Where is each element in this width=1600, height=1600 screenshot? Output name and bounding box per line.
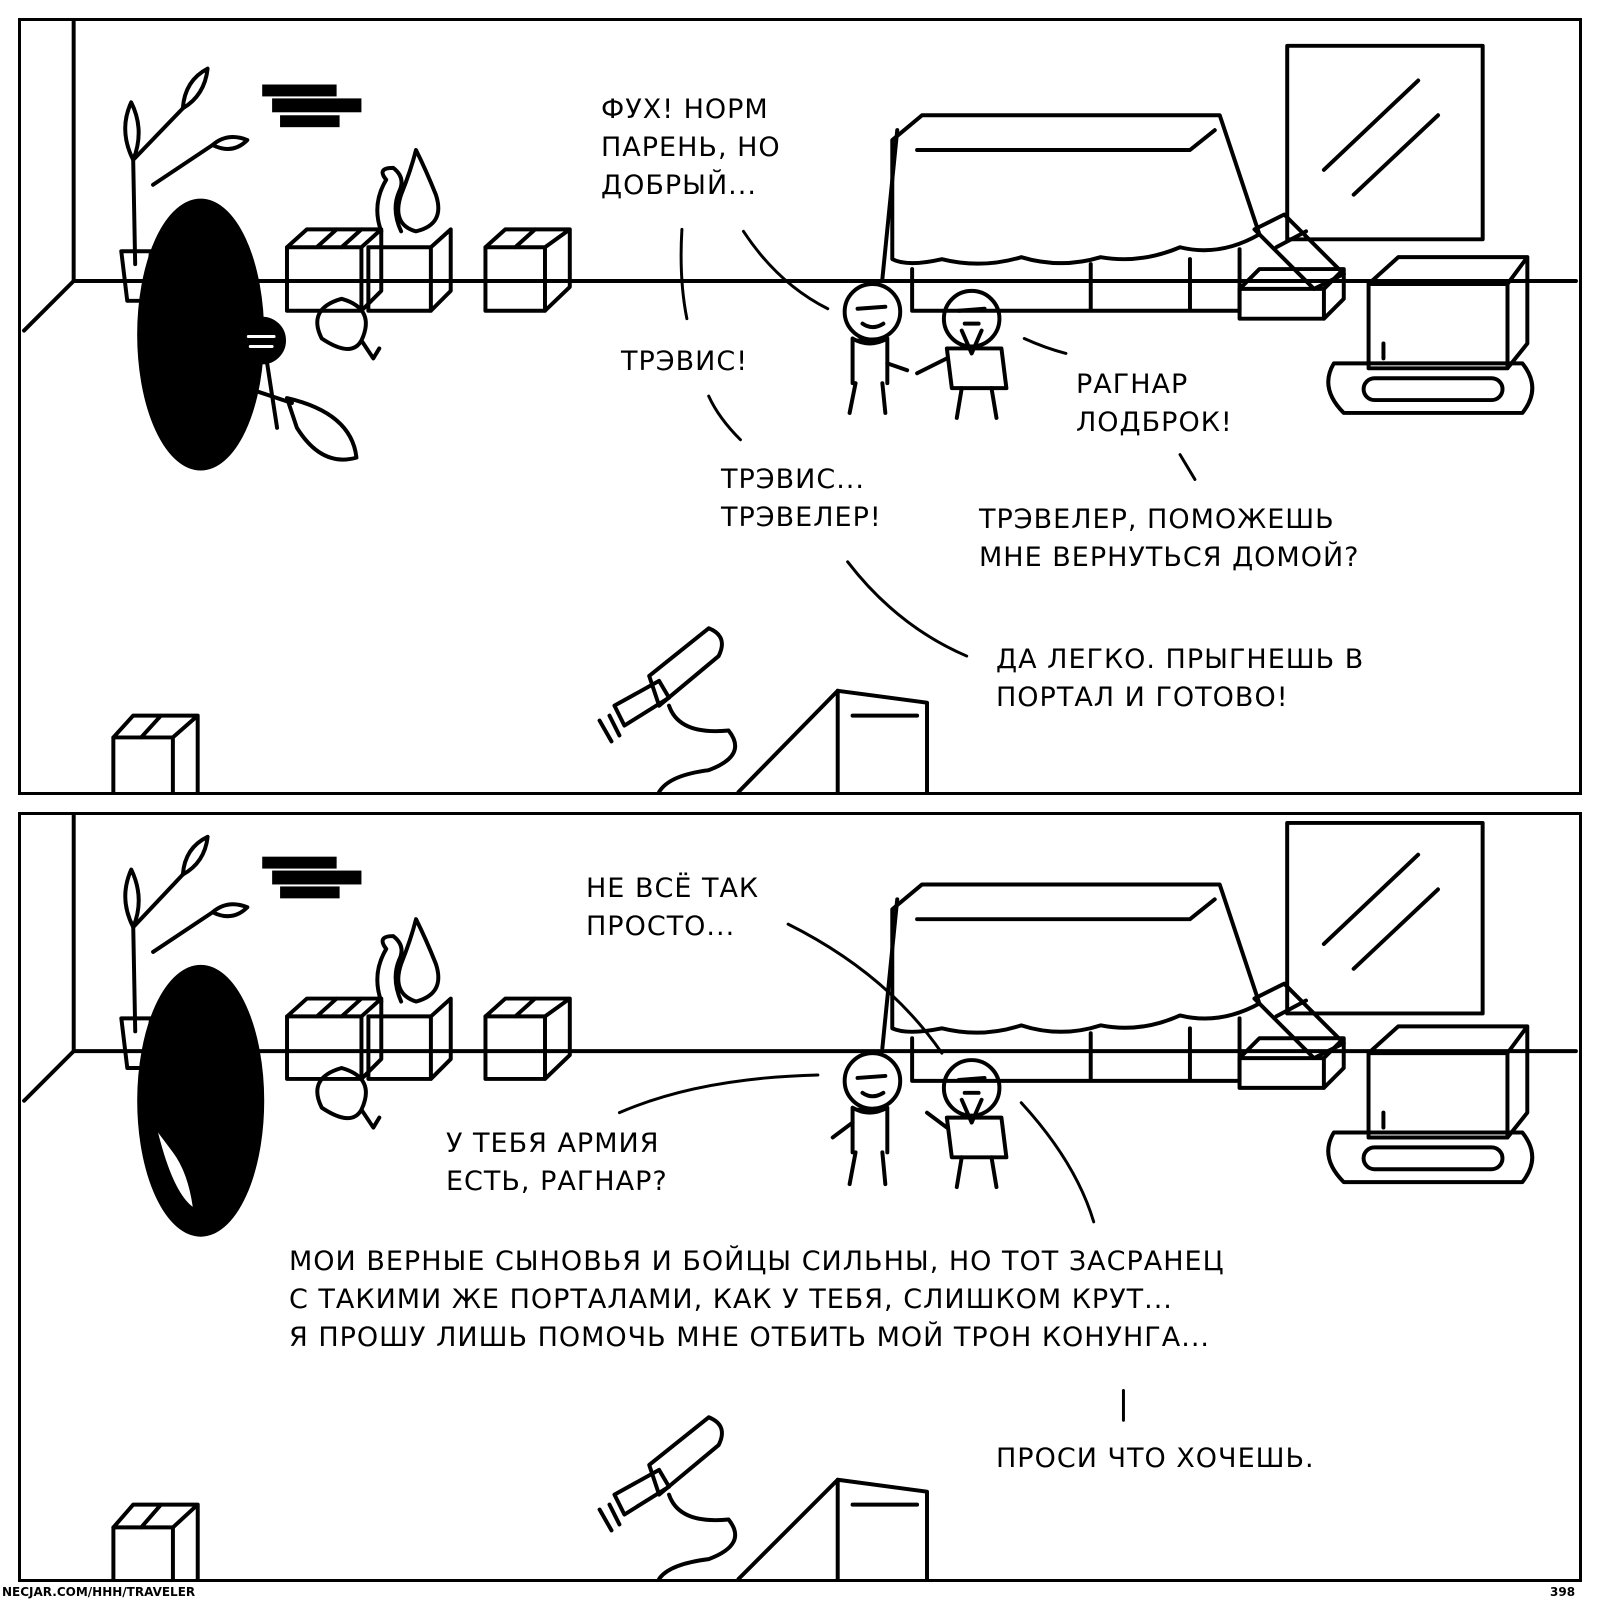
vase-decoration [315, 917, 441, 1130]
speech-pointers [679, 227, 1197, 658]
floor-corner-line [22, 278, 76, 333]
speech-easy: ДА ЛЕГКО. ПРЫГНЕШЬ В ПОРТАЛ И ГОТОВО! [996, 644, 1365, 713]
masked-figure [235, 316, 359, 462]
ragnar-figure [925, 1058, 1009, 1190]
page-number: 398 [1550, 1585, 1576, 1599]
robot-arm [597, 1415, 929, 1579]
speech-pointers [617, 922, 1125, 1422]
speech-help-home: ТРЭВЕЛЕР, ПОМОЖЕШЬ МНЕ ВЕРНУТЬСЯ ДОМОЙ? [979, 504, 1360, 573]
comic-panel-2: НЕ ВСЁ ТАК ПРОСТО... У ТЕБЯ АРМИЯ ЕСТЬ, … [18, 812, 1582, 1582]
scribble-decoration [262, 84, 362, 128]
scribble-decoration [262, 856, 362, 899]
speech-army: У ТЕБЯ АРМИЯ ЕСТЬ, РАГНАР? [446, 1128, 668, 1197]
stepped-crate [1237, 981, 1346, 1090]
ragnar-figure [915, 288, 1009, 420]
travis-figure [842, 281, 910, 415]
speech-not-simple: НЕ ВСЁ ТАК ПРОСТО... [586, 873, 760, 942]
window [1285, 43, 1485, 242]
travis-figure [830, 1051, 903, 1187]
boxes [111, 227, 572, 792]
stepped-crate [1237, 212, 1346, 321]
speech-ragnar: РАГНАР ЛОДБРОК! [1076, 369, 1233, 438]
speech-fuh: ФУХ! НОРМ ПАРЕНЬ, НО ДОБРЫЙ... [601, 94, 781, 201]
tank-machine [1326, 1024, 1535, 1185]
speech-sons-warriors: МОИ ВЕРНЫЕ СЫНОВЬЯ И БОЙЦЫ СИЛЬНЫ, НО ТО… [289, 1246, 1225, 1353]
portal [137, 964, 265, 1237]
speech-travis: ТРЭВИС! [621, 346, 749, 377]
speech-travis-traveler: ТРЭВИС... ТРЭВЕЛЕР! [721, 464, 882, 533]
floor-corner-line [22, 1049, 76, 1103]
panel-1-scene [22, 21, 1578, 792]
tank-machine [1326, 255, 1535, 415]
window [1285, 820, 1485, 1016]
covered-table [880, 882, 1262, 1083]
panel-2-scene [22, 815, 1578, 1579]
robot-arm [597, 626, 929, 792]
comic-panel-1: ФУХ! НОРМ ПАРЕНЬ, НО ДОБРЫЙ... ТРЭВИС! Т… [18, 18, 1582, 795]
footer-url: NECJAR.COM/HHH/TRAVELER [2, 1585, 196, 1599]
speech-ask-anything: ПРОСИ ЧТО ХОЧЕШЬ. [996, 1443, 1315, 1474]
vase-decoration [315, 148, 441, 361]
covered-table [880, 113, 1262, 313]
